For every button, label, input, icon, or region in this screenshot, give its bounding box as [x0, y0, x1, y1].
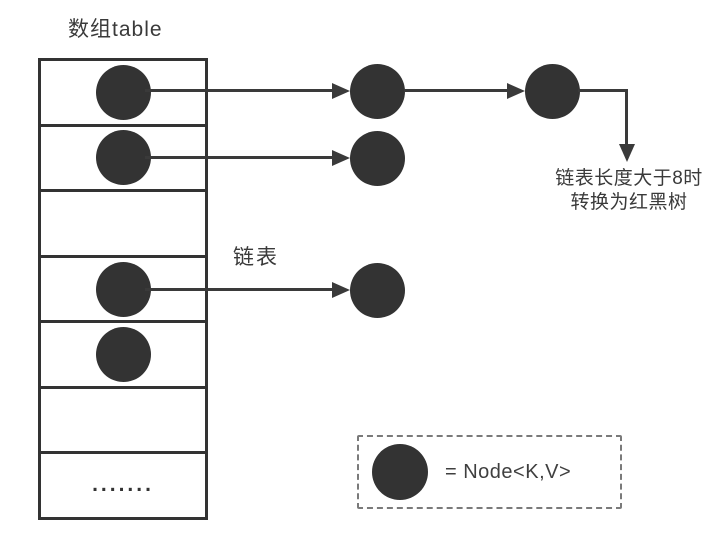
node-icon	[350, 131, 405, 186]
node-icon	[95, 327, 151, 383]
array-table-title: 数组table	[68, 18, 163, 41]
arrowhead-right-icon	[332, 150, 350, 166]
legend-text: = Node<K,V>	[445, 460, 572, 483]
treeify-annotation-line2: 转换为红黑树	[570, 192, 688, 213]
table-cell-6: .......	[41, 454, 205, 517]
arrowhead-right-icon	[332, 83, 350, 99]
table-cell-0	[41, 61, 205, 127]
table-cell-1	[41, 127, 205, 193]
arrow-line	[145, 89, 333, 92]
legend-box: = Node<K,V>	[357, 435, 622, 509]
table-cell-2	[41, 192, 205, 258]
node-icon	[525, 64, 580, 119]
node-icon	[350, 64, 405, 119]
treeify-annotation-line1: 链表长度大于8时	[555, 168, 703, 189]
elbow-line-vertical	[625, 89, 628, 146]
table-cell-3	[41, 258, 205, 324]
arrow-line	[145, 288, 333, 291]
arrowhead-right-icon	[332, 282, 350, 298]
table-cell-4	[41, 323, 205, 389]
arrowhead-right-icon	[507, 83, 525, 99]
node-icon	[95, 261, 151, 317]
arrow-line	[404, 89, 508, 92]
arrow-line	[145, 156, 333, 159]
elbow-line-horizontal	[578, 89, 628, 92]
arrowhead-down-icon	[619, 144, 635, 162]
treeify-annotation: 链表长度大于8时 转换为红黑树	[538, 167, 720, 215]
ellipsis-dots: .......	[92, 472, 154, 496]
node-icon	[95, 130, 151, 186]
legend-node-icon	[372, 444, 428, 500]
node-icon	[350, 263, 405, 318]
linked-list-label: 链表	[233, 246, 279, 269]
node-icon	[95, 64, 151, 120]
table-cell-5	[41, 389, 205, 455]
